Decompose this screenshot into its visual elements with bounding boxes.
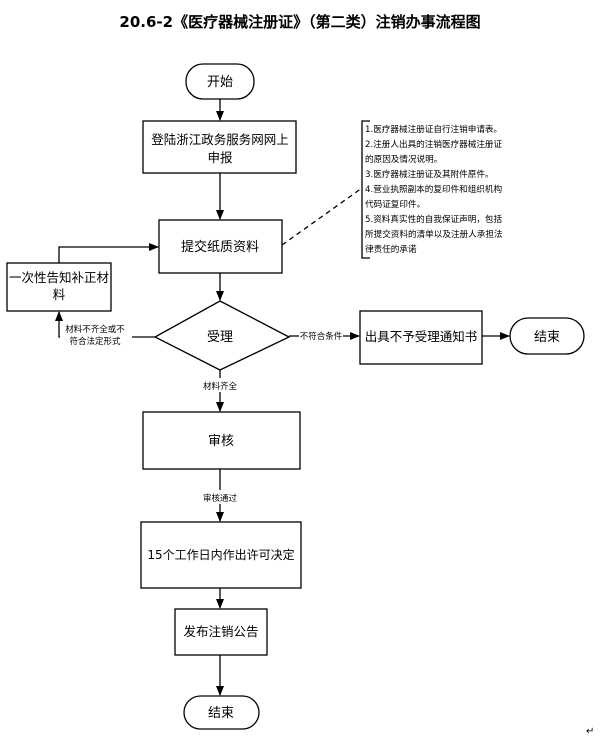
supplement-notice-label-line1: 一次性告知补正材 <box>9 270 109 285</box>
paragraph-mark: ↵ <box>586 726 594 737</box>
materials-note-line: 1.医疗器械注册证自行注销申请表。 <box>365 123 502 135</box>
materials-note-line: 所提交资料的清单以及注册人承担法 <box>365 228 503 240</box>
materials-note-line: 律责任的承诺 <box>365 243 417 255</box>
permit-decision-box <box>140 521 302 589</box>
end-node-right <box>509 317 585 355</box>
online-login-box <box>142 120 297 174</box>
materials-note-line: 4.营业执照副本的复印件和组织机构 <box>365 183 503 195</box>
materials-note-bracket <box>361 120 370 259</box>
materials-note-line: 2.注册人出具的注销医疗器械注册证 <box>365 138 503 150</box>
incomplete-materials-label-line2: 符合法定形式 <box>69 336 121 347</box>
materials-note-line: 的原因及情况说明。 <box>365 153 442 165</box>
accept-decision-label: 受理 <box>207 330 233 345</box>
review-box <box>142 411 301 470</box>
end-node-bottom <box>183 695 260 730</box>
complete-label-bg <box>201 378 239 392</box>
publish-notice-label: 发布注销公告 <box>183 624 258 639</box>
submit-paper-label: 提交纸质资料 <box>181 239 259 255</box>
not-qualified-label: 不符合条件 <box>300 331 343 342</box>
submit-paper-box <box>158 219 283 274</box>
online-login-label-line2: 申报 <box>207 150 233 165</box>
publish-notice-box <box>174 608 268 656</box>
supplement-notice-label-line2: 料 <box>53 287 66 302</box>
end-node-bottom-label: 结束 <box>208 706 234 721</box>
start-node-label: 开始 <box>207 75 233 90</box>
incomplete-materials-label-line1: 材料不齐全或不 <box>65 324 125 335</box>
materials-complete-label: 材料齐全 <box>203 381 238 392</box>
edge-supplement-to-submit <box>58 243 159 263</box>
materials-note-line: 3.医疗器械注册证及其附件原件。 <box>365 168 494 180</box>
materials-note-line: 5.资料真实性的自我保证声明，包括 <box>365 213 503 225</box>
not-qualified-label-bg <box>299 328 343 342</box>
review-label: 审核 <box>208 434 234 449</box>
review-approved-label: 审核通过 <box>203 493 238 504</box>
page-title: 20.6-2《医疗器械注册证》（第二类）注销办事流程图 <box>119 13 480 31</box>
materials-note-line: 代码证复印件。 <box>365 198 425 210</box>
permit-decision-label: 15个工作日内作出许可决定 <box>147 547 294 562</box>
incomplete-label-bg <box>60 323 132 345</box>
reject-notice-box <box>359 310 483 365</box>
online-login-label-line1: 登陆浙江政务服务网网上 <box>151 132 289 147</box>
materials-note: 1.医疗器械注册证自行注销申请表。 2.注册人出具的注销医疗器械注册证 的原因及… <box>365 123 503 255</box>
end-node-right-label: 结束 <box>534 330 560 345</box>
approved-label-bg <box>201 490 239 504</box>
edge-materials-dashed <box>281 187 363 246</box>
reject-notice-label: 出具不予受理通知书 <box>365 329 478 344</box>
